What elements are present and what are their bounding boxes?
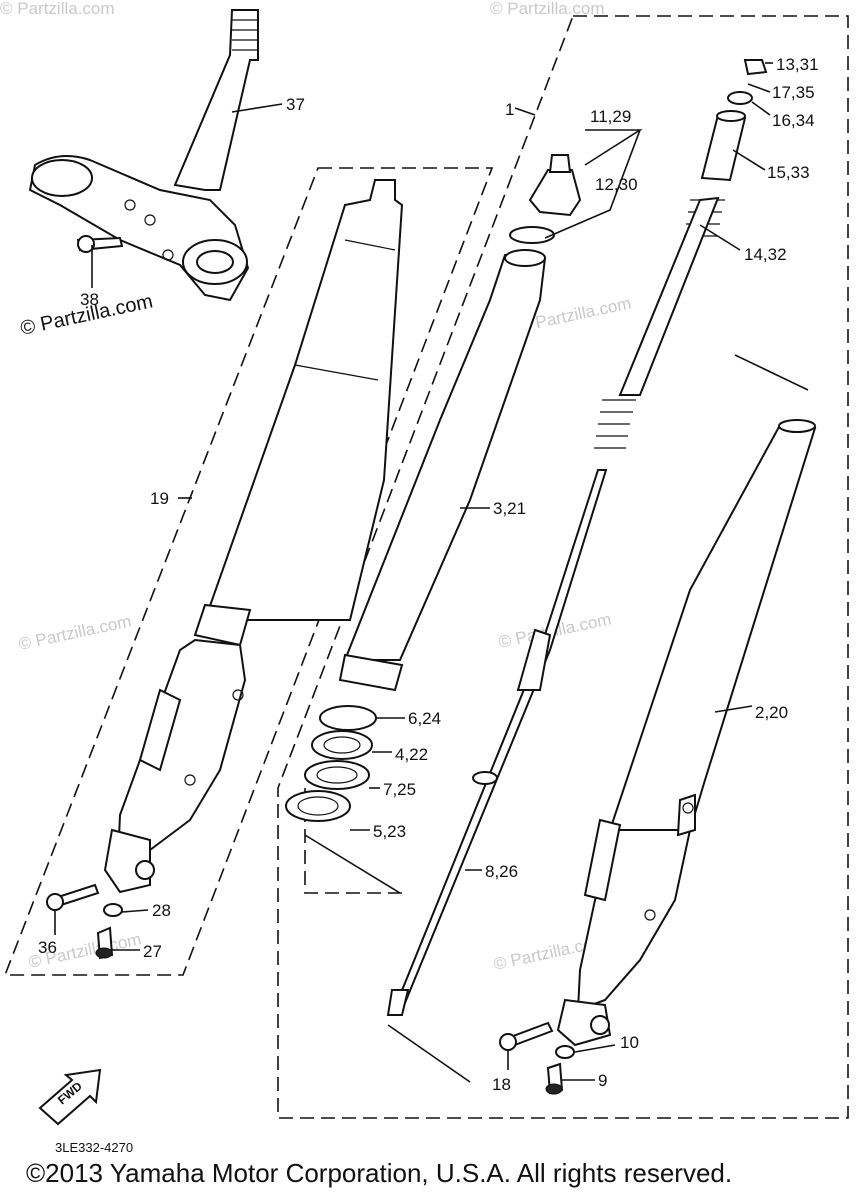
callout-12-30: 12,30 xyxy=(595,175,638,194)
callout-15-33: 15,33 xyxy=(767,163,810,182)
nut xyxy=(743,59,768,76)
callout-3-21: 3,21 xyxy=(493,499,526,518)
callout-6-24: 6,24 xyxy=(408,709,441,728)
cap-bolt xyxy=(509,154,582,244)
watermark: © Partzilla.com xyxy=(0,0,115,18)
callout-38: 38 xyxy=(80,290,99,309)
callout-19: 19 xyxy=(150,489,169,508)
callout-2-20: 2,20 xyxy=(755,703,788,722)
callout-11-29: 11,29 xyxy=(590,107,631,126)
callout-37: 37 xyxy=(286,95,305,114)
callout-36: 36 xyxy=(38,938,57,957)
inner-tube-assembly xyxy=(499,419,817,1095)
callout-8-26: 8,26 xyxy=(485,862,518,881)
left-fork-assembly xyxy=(46,179,404,960)
callout-1: 1 xyxy=(505,100,514,119)
callout-5-23: 5,23 xyxy=(373,822,406,841)
washer xyxy=(727,91,753,105)
left-fork-boundary xyxy=(3,167,494,976)
callout-14-32: 14,32 xyxy=(744,245,787,264)
watermark: © Partzilla.com xyxy=(490,0,605,18)
leader-lines xyxy=(54,62,809,1083)
oil-seal-group-boundary xyxy=(304,788,402,894)
outer-tube xyxy=(338,249,547,692)
damper-rod xyxy=(386,469,608,1016)
callout-28: 28 xyxy=(152,901,171,920)
callout-4-22: 4,22 xyxy=(395,745,428,764)
callout-10: 10 xyxy=(620,1033,639,1052)
spacer xyxy=(700,110,747,182)
steering-stem-assembly xyxy=(28,9,259,302)
callout-18: 18 xyxy=(492,1075,511,1094)
fwd-arrow-icon: FWD xyxy=(38,1068,102,1126)
copyright-notice: ©2013 Yamaha Motor Corporation, U.S.A. A… xyxy=(26,1158,733,1188)
oil-seals xyxy=(285,705,377,822)
callout-27: 27 xyxy=(143,942,162,961)
callout-7-25: 7,25 xyxy=(383,780,416,799)
callout-13-31: 13,31 xyxy=(776,55,819,74)
watermark: © Partzilla.com xyxy=(17,612,133,654)
callout-16-34: 16,34 xyxy=(772,111,815,130)
callout-9: 9 xyxy=(598,1071,607,1090)
fork-spring xyxy=(594,196,725,449)
callout-labels: 1 2,20 3,21 4,22 5,23 6,24 7,25 8,26 9 1… xyxy=(38,55,819,1094)
front-fork-diagram: © Partzilla.com © Partzilla.com © Partzi… xyxy=(0,0,849,1126)
diagram-code: 3LE332-4270 xyxy=(55,1140,134,1155)
right-fork-boundary xyxy=(277,15,849,1119)
callout-17-35: 17,35 xyxy=(772,83,815,102)
